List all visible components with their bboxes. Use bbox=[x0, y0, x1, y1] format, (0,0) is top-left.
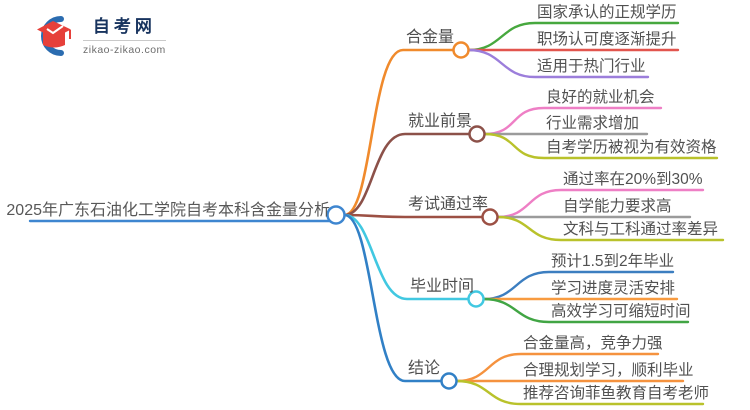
zikao-logo-icon bbox=[37, 16, 71, 56]
branch-node-circle[interactable] bbox=[468, 125, 486, 143]
logo-cap-base bbox=[43, 32, 65, 48]
root-node-circle[interactable] bbox=[326, 205, 346, 225]
branch-line bbox=[343, 48, 463, 217]
branch-topic-label[interactable]: 就业前景 bbox=[408, 113, 473, 130]
logo-domain: zikao-zikao.com bbox=[83, 44, 166, 56]
child-topic-label[interactable]: 适用于热门行业 bbox=[537, 57, 646, 75]
child-line bbox=[467, 48, 650, 79]
branch-node-circle[interactable] bbox=[452, 41, 470, 59]
child-topic-label[interactable]: 国家承认的正规学历 bbox=[537, 3, 677, 21]
child-topic-label[interactable]: 职场认可度逐渐提升 bbox=[537, 30, 677, 48]
child-topic-label[interactable]: 高效学习可缩短时间 bbox=[551, 302, 691, 320]
child-topic-label[interactable]: 合金量高，竞争力强 bbox=[523, 334, 663, 352]
child-line bbox=[482, 297, 690, 324]
child-topic-label[interactable]: 推荐咨询菲鱼教育自考老师 bbox=[523, 384, 710, 402]
branch-node-circle[interactable] bbox=[481, 208, 499, 226]
branch-node-circle[interactable] bbox=[467, 290, 485, 308]
branch-topic-label[interactable]: 合金量 bbox=[406, 29, 455, 46]
child-topic-label[interactable]: 合理规划学习，顺利毕业 bbox=[523, 361, 694, 379]
branch-line bbox=[343, 213, 478, 301]
child-line bbox=[455, 379, 705, 406]
child-topic-label[interactable]: 良好的就业机会 bbox=[546, 88, 655, 106]
logo-cap-check bbox=[46, 25, 64, 35]
branch-line bbox=[343, 213, 451, 383]
branch-line bbox=[343, 132, 479, 217]
child-topic-label[interactable]: 文科与工科通过率差异 bbox=[563, 220, 719, 238]
logo-title: 自考网 bbox=[92, 17, 156, 36]
child-topic-label[interactable]: 行业需求增加 bbox=[546, 114, 640, 132]
child-topic-label[interactable]: 通过率在20%到30% bbox=[563, 170, 703, 188]
child-line bbox=[496, 215, 725, 242]
logo-divider bbox=[83, 40, 166, 41]
child-topic-label[interactable]: 预计1.5到2年毕业 bbox=[551, 252, 675, 270]
branch-node-circle[interactable] bbox=[440, 372, 458, 390]
branch-topic-label[interactable]: 考试通过率 bbox=[408, 196, 489, 213]
child-line bbox=[483, 132, 719, 160]
child-topic-label[interactable]: 自考学历被视为有效资格 bbox=[546, 138, 717, 156]
root-topic-label[interactable]: 2025年广东石油化工学院自考本科含金量分析 bbox=[6, 202, 330, 219]
site-logo[interactable]: 自考网 zikao-zikao.com bbox=[30, 12, 166, 56]
branch-topic-label[interactable]: 结论 bbox=[408, 360, 441, 377]
child-topic-label[interactable]: 自学能力要求高 bbox=[563, 197, 672, 215]
branch-topic-label[interactable]: 毕业时间 bbox=[410, 278, 475, 295]
branch-line bbox=[343, 213, 492, 219]
child-topic-label[interactable]: 学习进度灵活安排 bbox=[551, 279, 676, 297]
